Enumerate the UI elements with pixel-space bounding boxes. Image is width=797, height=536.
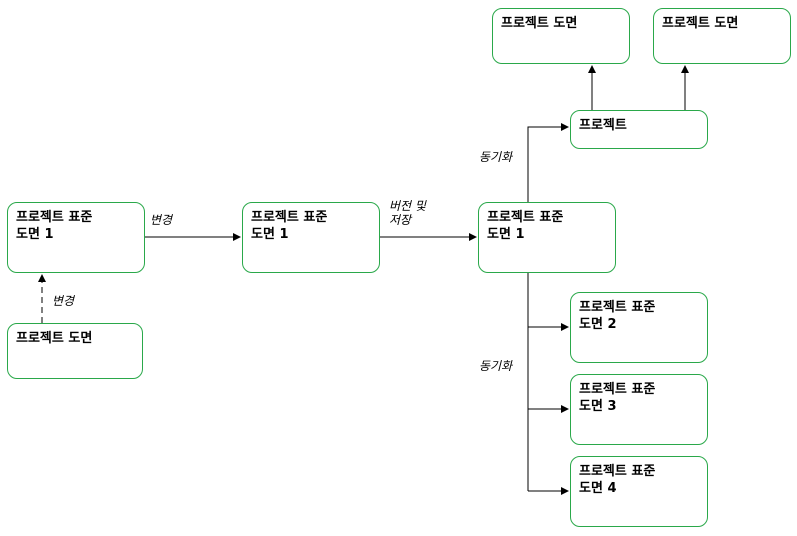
node-project-drawing-top-right: 프로젝트 도면 [653, 8, 791, 64]
node-project: 프로젝트 [570, 110, 708, 149]
node-project-standard-drawing-start: 프로젝트 표준 도면 1 [7, 202, 145, 273]
node-project-standard-drawing-4: 프로젝트 표준 도면 4 [570, 456, 708, 527]
label-change-horizontal: 변경 [150, 213, 173, 227]
label-change-vertical: 변경 [52, 294, 75, 308]
node-project-drawing-top-left: 프로젝트 도면 [492, 8, 630, 64]
label-sync-top: 동기화 [479, 150, 513, 164]
node-project-standard-drawing-2: 프로젝트 표준 도면 2 [570, 292, 708, 363]
node-project-standard-drawing-main: 프로젝트 표준 도면 1 [478, 202, 616, 273]
node-project-standard-drawing-3: 프로젝트 표준 도면 3 [570, 374, 708, 445]
label-version-save: 버전 및 저장 [389, 199, 426, 227]
node-project-drawing-bottom: 프로젝트 도면 [7, 323, 143, 379]
edge-sync-top [527, 123, 569, 202]
label-sync-bottom: 동기화 [479, 359, 513, 373]
node-project-standard-drawing-middle: 프로젝트 표준 도면 1 [242, 202, 380, 273]
